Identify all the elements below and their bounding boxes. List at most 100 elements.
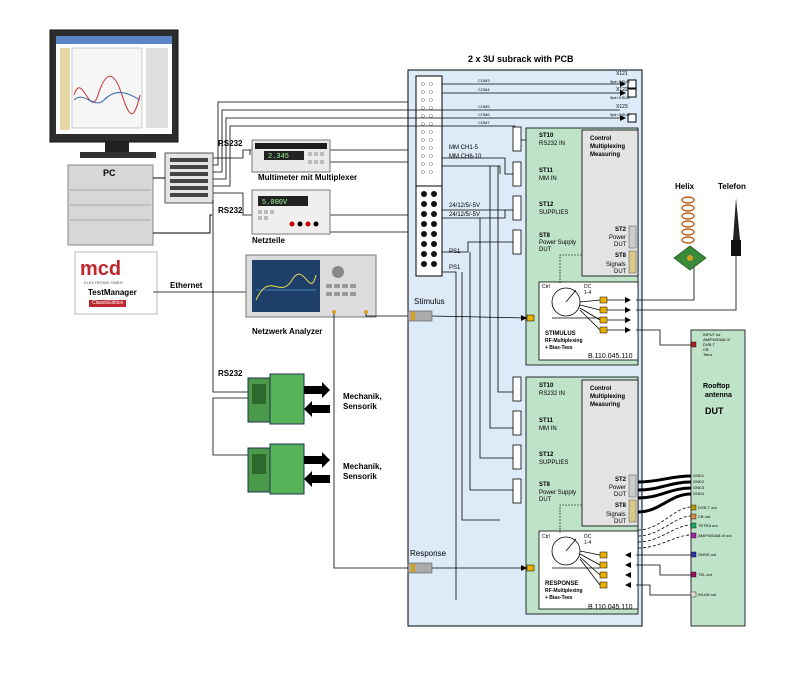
dut-input-5: Tetra bbox=[703, 352, 712, 357]
backplane-connector-bottom bbox=[415, 185, 443, 277]
upper-st8-sub2: DUT bbox=[539, 247, 552, 253]
lower-dc2: 1-4 bbox=[584, 540, 592, 546]
x121-label: X121 bbox=[616, 71, 628, 77]
mechanik-label-2b: Sensorik bbox=[343, 472, 377, 481]
upper-st10-sub: RS232 IN bbox=[539, 141, 566, 147]
x123-desc: 9pin DSUB bbox=[610, 112, 630, 117]
x121-desc: 9pin DSUB bbox=[610, 79, 630, 84]
upper-st12: ST12 bbox=[539, 202, 554, 208]
upper-part-number: B.110.045.110 bbox=[588, 353, 633, 360]
upper-st2: ST2 bbox=[615, 227, 627, 233]
dut-out-cb: CB out bbox=[698, 514, 711, 519]
ps1-label-1: PS1 bbox=[449, 249, 461, 255]
logo-product: TestManager bbox=[88, 288, 137, 297]
upper-ctrl-2: Multiplexing bbox=[590, 144, 625, 150]
dut-input-3: DVB-T bbox=[703, 342, 715, 347]
com3-label: COM3 bbox=[478, 78, 490, 83]
upper-dc2: 1-4 bbox=[584, 290, 592, 296]
lower-dut2: DUT bbox=[614, 519, 627, 525]
x122-label: X122 bbox=[616, 87, 628, 93]
x122-desc: 9pin DSUB bbox=[610, 95, 630, 100]
lower-st11-sub: MM IN bbox=[539, 426, 557, 432]
upper-st10: ST10 bbox=[539, 133, 554, 139]
lower-st8-sub2: DUT bbox=[539, 497, 552, 503]
lower-ctrl-3: Measuring bbox=[590, 402, 621, 408]
com7-label: COM7 bbox=[478, 120, 490, 125]
mechanic-module-1 bbox=[247, 373, 305, 425]
lower-st8-sub1: Power Supply bbox=[539, 490, 577, 496]
lower-rf-2: RF-Multiplexing bbox=[545, 588, 583, 594]
ps1-label-2: PS1 bbox=[449, 265, 461, 271]
upper-control-block bbox=[581, 129, 639, 277]
upper-rf-3: + Bias-Tees bbox=[545, 345, 573, 351]
pc-label: PC bbox=[103, 168, 116, 178]
lower-st8: ST8 bbox=[539, 482, 551, 488]
lower-ctrl: Ctrl bbox=[542, 534, 550, 540]
upper-dut2: DUT bbox=[614, 269, 627, 275]
svg-text:2.345: 2.345 bbox=[268, 153, 289, 161]
com4-label: COM4 bbox=[478, 87, 490, 92]
dut-gnd2: GND2 bbox=[693, 479, 705, 484]
response-label: Response bbox=[410, 549, 447, 558]
supplies-label-2: 24/12/5/-5V bbox=[449, 212, 481, 218]
lower-st2: ST2 bbox=[615, 477, 627, 483]
logo-edition: ClassicEdition bbox=[89, 300, 127, 307]
upper-st8b: ST8 bbox=[615, 253, 627, 259]
upper-ctrl-3: Measuring bbox=[590, 152, 621, 158]
multimeter-label: Multimeter mit Multiplexer bbox=[258, 173, 358, 182]
mechanik-label-2a: Mechanik, bbox=[343, 462, 382, 471]
dut-gnd4: GND4 bbox=[693, 491, 705, 496]
dut-title-1: Rooftop bbox=[703, 383, 730, 390]
helix-antenna bbox=[681, 196, 695, 244]
mechanik-label-1a: Mechanik, bbox=[343, 392, 382, 401]
dut-gnd3: GND3 bbox=[693, 485, 705, 490]
mechanik-label-1b: Sensorik bbox=[343, 402, 377, 411]
dut-gnd1: GND1 bbox=[693, 473, 705, 478]
com5-label: COM5 bbox=[478, 104, 490, 109]
lower-control-block bbox=[581, 379, 639, 527]
power-supply-label: Netzteile bbox=[252, 236, 285, 245]
lower-st12-sub: SUPPLIES bbox=[539, 460, 569, 466]
upper-st12-sub: SUPPLIES bbox=[539, 210, 569, 216]
lower-part-number: B.110.045.110 bbox=[588, 604, 633, 611]
upper-st11-sub: MM IN bbox=[539, 176, 557, 182]
mcd-logo-text: mcd bbox=[80, 258, 121, 280]
svg-text:5.000V: 5.000V bbox=[262, 199, 288, 207]
lower-st8b: ST8 bbox=[615, 503, 627, 509]
lower-rf-1: RESPONSE bbox=[545, 581, 579, 587]
supplies-label-1: 24/12/5/-5V bbox=[449, 203, 481, 209]
dut-out-tetra: TETRA out bbox=[698, 523, 718, 528]
lower-st10-sub: RS232 IN bbox=[539, 391, 566, 397]
ethernet-label: Ethernet bbox=[170, 281, 203, 290]
upper-st8: ST8 bbox=[539, 233, 551, 239]
dut-title-3: DUT bbox=[705, 406, 724, 416]
upper-signals: Signals bbox=[606, 262, 626, 268]
mechanic-module-2 bbox=[247, 443, 305, 495]
dut-out-amfm: AM/FM/DAB-III out bbox=[698, 533, 732, 538]
response-connector bbox=[407, 562, 433, 574]
dut-out-tel: TEL out bbox=[698, 572, 712, 577]
lower-ctrl-1: Control bbox=[590, 386, 612, 392]
upper-st11: ST11 bbox=[539, 168, 554, 174]
x122-connector bbox=[627, 88, 637, 98]
lower-signals: Signals bbox=[606, 512, 626, 518]
dut-out-gnss: GNSS out bbox=[698, 552, 717, 557]
dut-input-1: INPUT for bbox=[703, 332, 721, 337]
upper-rf-1: STIMULUS bbox=[545, 331, 576, 337]
multimeter-device: 2.345 bbox=[251, 139, 331, 173]
lower-ctrl-2: Multiplexing bbox=[590, 394, 625, 400]
lower-st11: ST11 bbox=[539, 418, 554, 424]
dut-input-4: CB bbox=[703, 347, 709, 352]
lower-power: Power bbox=[609, 485, 627, 491]
lower-st10: ST10 bbox=[539, 383, 554, 389]
upper-power: Power bbox=[609, 235, 627, 241]
x123-connector bbox=[627, 113, 637, 123]
rs232-label-3: RS232 bbox=[218, 369, 243, 378]
dut-out-wlan: WLAN out bbox=[698, 592, 717, 597]
lower-dut: DUT bbox=[614, 492, 627, 498]
x123-label: X123 bbox=[616, 104, 628, 110]
upper-dut: DUT bbox=[614, 242, 627, 248]
dut-out-markers bbox=[690, 341, 697, 598]
telefon-antenna bbox=[733, 198, 740, 240]
